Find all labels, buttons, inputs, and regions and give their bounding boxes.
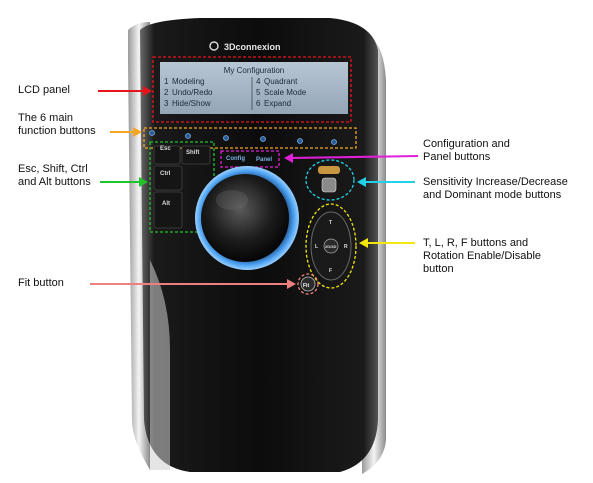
lcd-item-6-label: Expand <box>264 99 291 108</box>
lcd-item-2-label: Undo/Redo <box>172 88 213 97</box>
rotation-toggle-label: 2D/3D <box>325 244 336 249</box>
sensitivity-label: Sensitivity Increase/Decrease and Domina… <box>423 176 568 202</box>
function-buttons-label: The 6 main function buttons <box>18 112 96 138</box>
fit-callout-box <box>297 273 319 295</box>
rotation-toggle-button[interactable] <box>323 238 339 254</box>
function-button-4[interactable] <box>260 136 266 142</box>
panel-button[interactable]: Panel <box>256 157 272 163</box>
modifier-callout-box <box>149 141 215 233</box>
lcd-item-3-label: Hide/Show <box>172 99 211 108</box>
lcd-arrowhead <box>143 86 152 96</box>
lcd-item-4-label: Quadrant <box>264 77 298 86</box>
tlrf-label-line3: button <box>423 263 454 275</box>
brand-logo: 3Dconnexion <box>224 42 281 52</box>
controller-cap[interactable] <box>201 174 289 262</box>
lcd-item-1-label: Modeling <box>172 77 204 86</box>
lcd-screen <box>160 62 348 114</box>
tlrf-label: T, L, R, F buttons and Rotation Enable/D… <box>423 237 541 276</box>
shift-button[interactable] <box>181 145 211 165</box>
lower-silver-panel <box>150 260 170 470</box>
function-button-1[interactable] <box>149 130 155 136</box>
tlrf-callout-box <box>305 203 357 289</box>
sensitivity-label-line2: and Dominant mode buttons <box>423 189 562 201</box>
esc-button[interactable] <box>153 145 181 165</box>
fit-arrowhead <box>287 279 296 289</box>
config-panel-arrowhead <box>284 153 293 163</box>
modifier-buttons-label: Esc, Shift, Ctrl and Alt buttons <box>18 163 91 189</box>
lcd-item-5-num: 5 <box>256 88 261 97</box>
logo-icon <box>209 41 219 51</box>
dominant-mode-button[interactable] <box>321 177 337 193</box>
lcd-item-2-num: 2 <box>164 88 169 97</box>
function-button-2[interactable] <box>185 133 191 139</box>
sensitivity-arrowhead <box>357 177 366 187</box>
lcd-item-4-num: 4 <box>256 77 261 86</box>
alt-label: Alt <box>162 201 170 207</box>
lcd-item-6-num: 6 <box>256 99 261 108</box>
sensitivity-label-line1: Sensitivity Increase/Decrease <box>423 176 568 188</box>
lcd-item-1-num: 1 <box>164 77 169 86</box>
ctrl-label: Ctrl <box>160 171 171 177</box>
function-buttons-label-line1: The 6 main <box>18 112 74 124</box>
lcd-title: My Configuration <box>224 66 284 75</box>
config-panel-label-line2: Panel buttons <box>423 151 491 163</box>
tlrf-arrowhead <box>359 238 368 248</box>
esc-label: Esc <box>160 146 171 152</box>
ctrl-button[interactable] <box>153 165 183 191</box>
lcd-item-3-num: 3 <box>164 99 169 108</box>
config-panel-label-line1: Configuration and <box>423 138 510 150</box>
lcd-item-5-label: Scale Mode <box>264 88 307 97</box>
t-button[interactable]: T <box>329 220 332 226</box>
function-buttons-label-line2: function buttons <box>18 125 96 137</box>
l-button[interactable]: L <box>315 244 318 250</box>
modifier-buttons-label-line2: and Alt buttons <box>18 176 91 188</box>
fit-button-callout-label: Fit button <box>18 277 64 289</box>
config-panel-label: Configuration and Panel buttons <box>423 138 510 164</box>
function-button-5[interactable] <box>297 138 303 144</box>
shift-label: Shift <box>186 150 199 156</box>
sensitivity-callout-box <box>305 159 355 201</box>
r-button[interactable]: R <box>344 244 348 250</box>
controller-cap-highlight <box>216 190 248 210</box>
fit-button-label: Fit <box>303 283 309 289</box>
config-panel-arrow <box>289 155 419 159</box>
tlrf-label-line2: Rotation Enable/Disable <box>423 250 542 262</box>
f-button[interactable]: F <box>329 268 332 274</box>
function-button-6[interactable] <box>331 139 337 145</box>
config-button[interactable]: Config <box>226 156 245 162</box>
function-buttons-callout-box <box>143 127 357 149</box>
lcd-callout-box <box>152 56 352 123</box>
sensitivity-increase-button[interactable] <box>318 166 340 174</box>
tlrf-label-line1: T, L, R, F buttons and <box>423 237 529 249</box>
function-button-3[interactable] <box>223 135 229 141</box>
lcd-panel-label: LCD panel <box>18 84 70 96</box>
modifier-arrowhead <box>139 177 148 187</box>
fit-button[interactable] <box>300 276 316 292</box>
function-buttons-arrowhead <box>133 127 142 137</box>
alt-button[interactable] <box>153 191 183 229</box>
modifier-buttons-label-line1: Esc, Shift, Ctrl <box>18 163 88 175</box>
